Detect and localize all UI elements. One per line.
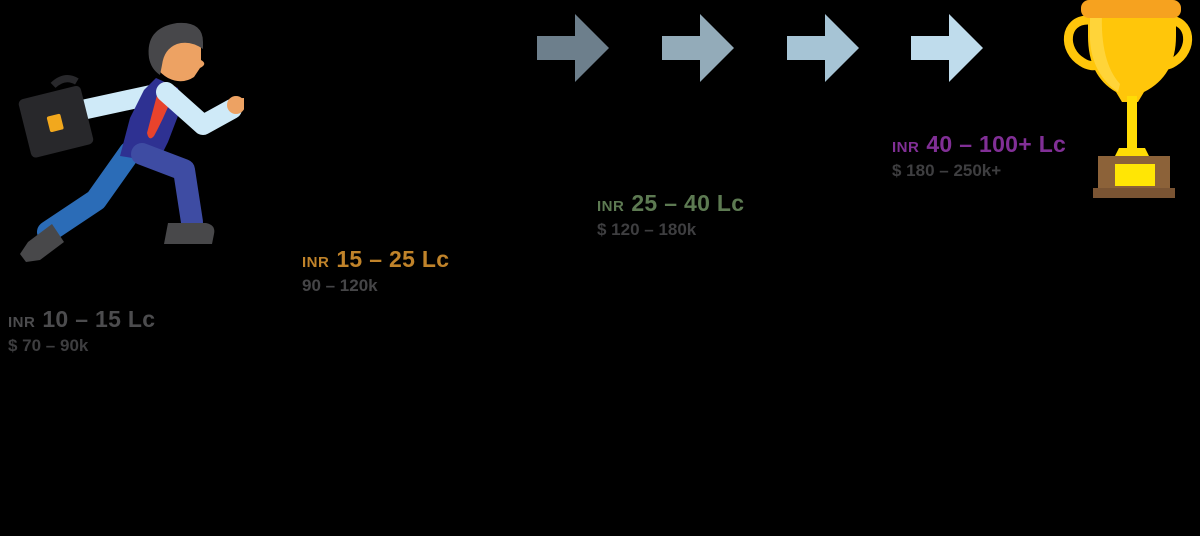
inr-salary-range: 25 – 40 Lc bbox=[631, 190, 745, 216]
inr-salary-range: 10 – 15 Lc bbox=[42, 306, 156, 332]
currency-label: INR bbox=[8, 314, 36, 331]
inr-salary-range: 15 – 25 Lc bbox=[336, 246, 450, 272]
currency-label: INR bbox=[892, 139, 920, 156]
usd-salary-range: $ 120 – 180k bbox=[597, 220, 697, 239]
right-arrow-icon bbox=[911, 14, 983, 82]
right-arrow-icon bbox=[787, 14, 859, 82]
usd-salary-range: $ 70 – 90k bbox=[8, 336, 89, 355]
trophy-icon bbox=[1063, 0, 1193, 198]
running-businessman-illustration bbox=[18, 22, 244, 262]
currency-label: INR bbox=[302, 254, 330, 271]
usd-salary-range: $ 180 – 250k+ bbox=[892, 161, 1002, 180]
step-2-salary-label: INR 15 – 25 Lc 90 – 120k bbox=[302, 246, 449, 296]
briefcase-icon bbox=[18, 75, 94, 158]
right-arrow-icon bbox=[537, 14, 609, 82]
right-arrow-icon bbox=[662, 14, 734, 82]
inr-salary-range: 40 – 100+ Lc bbox=[926, 131, 1067, 157]
currency-label: INR bbox=[597, 198, 625, 215]
usd-salary-range: 90 – 120k bbox=[302, 276, 378, 295]
step-1-salary-label: INR 10 – 15 Lc $ 70 – 90k bbox=[8, 306, 155, 356]
step-3-salary-label: INR 25 – 40 Lc $ 120 – 180k bbox=[597, 190, 744, 240]
step-4-salary-label: INR 40 – 100+ Lc $ 180 – 250k+ bbox=[892, 131, 1066, 181]
